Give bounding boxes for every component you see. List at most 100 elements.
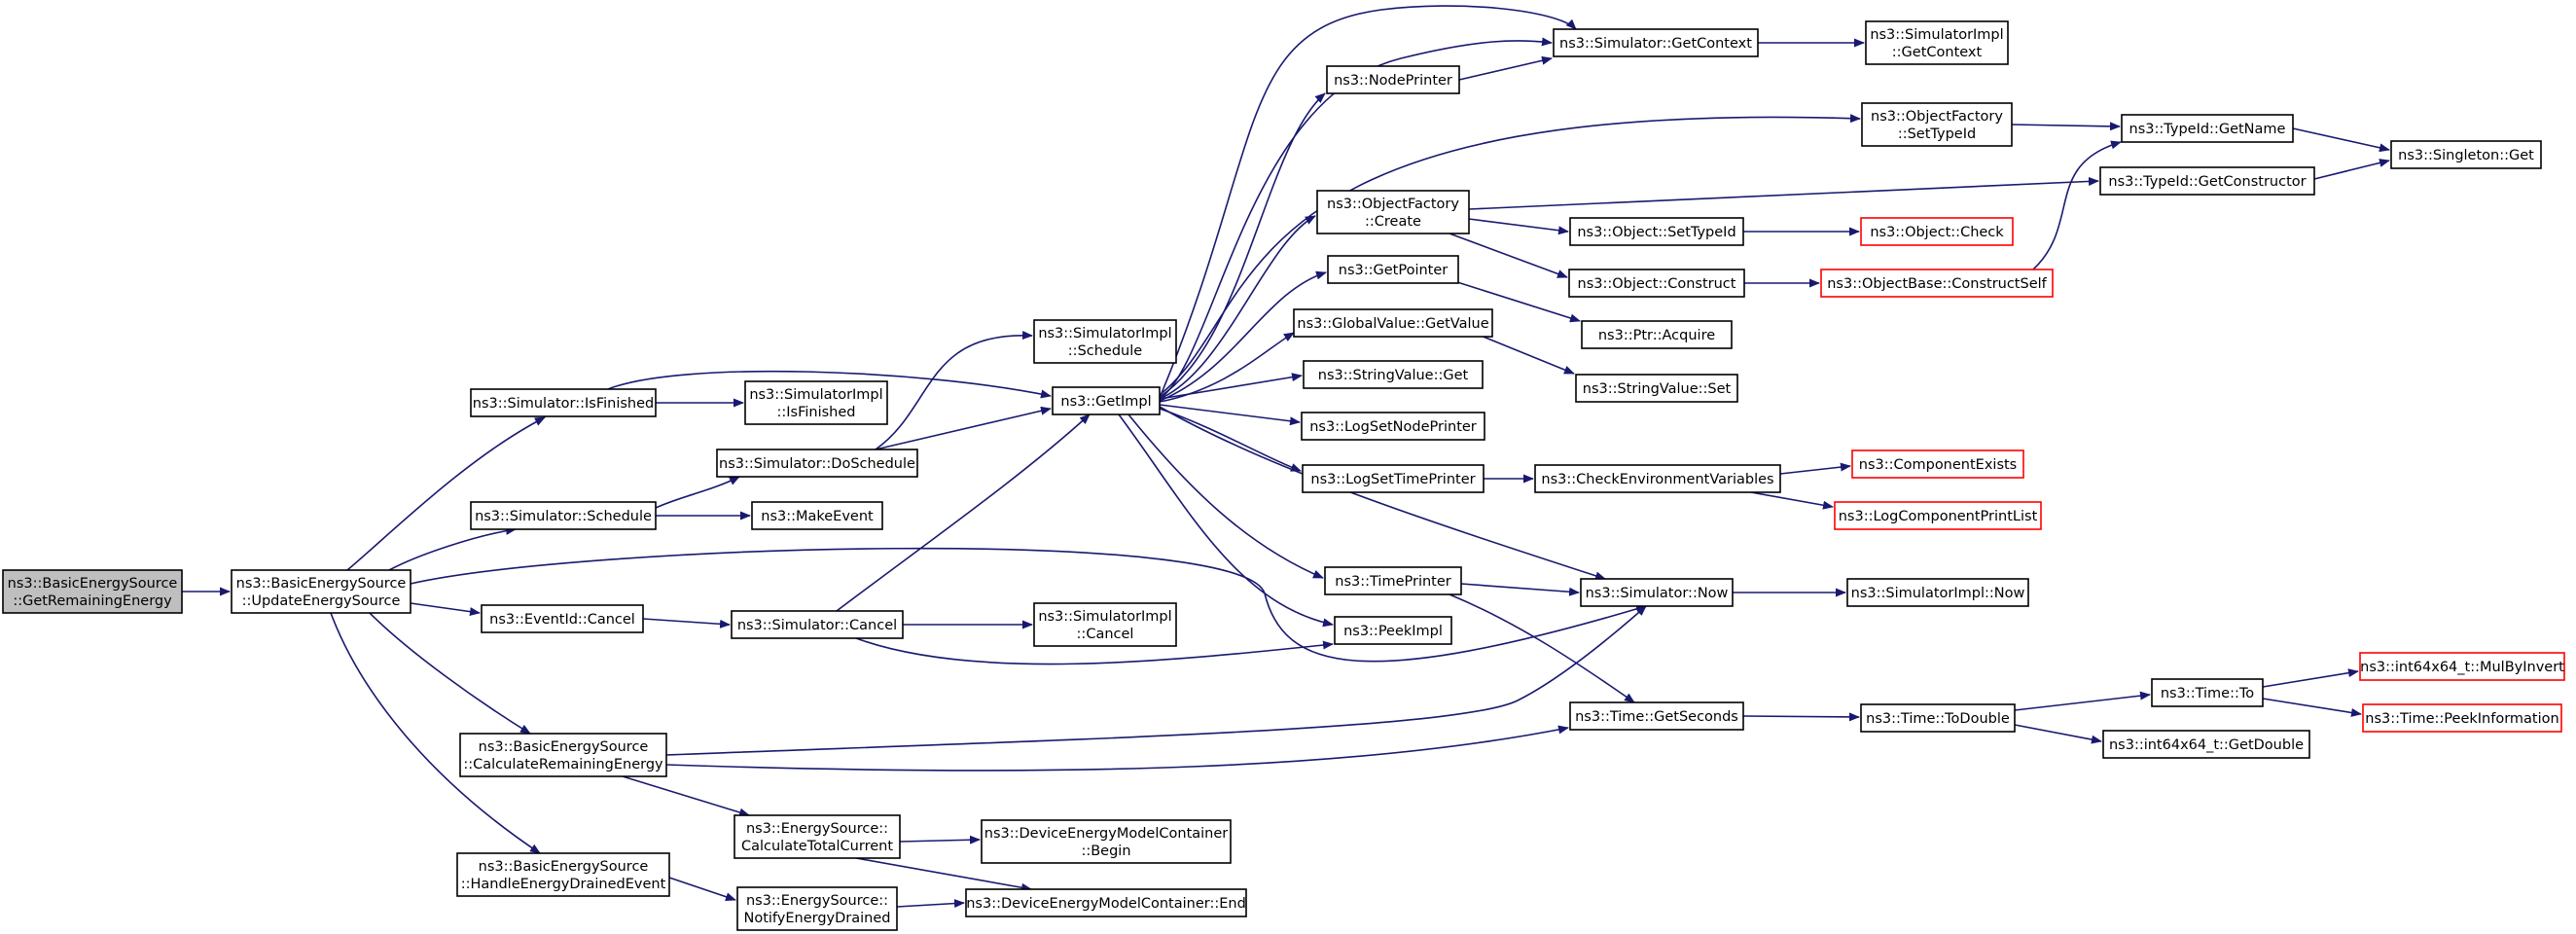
- node-box: [1303, 360, 1484, 389]
- node-label: NotifyEnergyDrained: [744, 911, 891, 926]
- node-typeid-getconstructor[interactable]: ns3::TypeId::GetConstructor: [2099, 166, 2315, 196]
- call-edge: [410, 547, 1647, 663]
- node-simimpl-cancel[interactable]: ns3::SimulatorImpl::Cancel: [1033, 602, 1177, 647]
- node-int64-mulbyinvert[interactable]: ns3::int64x64_t::MulByInvert: [2359, 652, 2565, 681]
- node-objectbase-constructself[interactable]: ns3::ObjectBase::ConstructSelf: [1820, 269, 2054, 298]
- node-box: [2102, 730, 2310, 759]
- node-simimpl-getcontext[interactable]: ns3::SimulatorImpl::GetContext: [1865, 20, 2009, 65]
- call-edge: [369, 612, 531, 735]
- node-logcomponentprintlist[interactable]: ns3::LogComponentPrintList: [1834, 501, 2042, 530]
- node-box: [1861, 102, 2013, 147]
- node-simimpl-isfinished[interactable]: ns3::SimulatorImpl::IsFinished: [744, 380, 888, 425]
- node-objfactory-create[interactable]: ns3::ObjectFactory::Create: [1316, 190, 1470, 234]
- node-makeevent[interactable]: ns3::MakeEvent: [751, 501, 883, 530]
- node-box: [1302, 464, 1485, 493]
- node-logsetnodeprinter[interactable]: ns3::LogSetNodePrinter: [1301, 412, 1485, 441]
- node-box: [965, 888, 1247, 917]
- call-edge: [875, 331, 1033, 450]
- node-demc-begin[interactable]: ns3::DeviceEnergyModelContainer::Begin: [981, 819, 1232, 864]
- node-label: ns3::Simulator::Schedule: [475, 509, 652, 524]
- node-label: ns3::Time::PeekInformation: [2365, 711, 2558, 727]
- node-time-todouble[interactable]: ns3::Time::ToDouble: [1860, 703, 2016, 733]
- node-label: ns3::SimulatorImpl: [1038, 326, 1171, 341]
- node-time-getseconds[interactable]: ns3::Time::GetSeconds: [1569, 701, 1744, 731]
- node-label: ns3::Simulator::DoSchedule: [719, 456, 915, 472]
- node-label: ns3::BasicEnergySource: [236, 576, 407, 592]
- node-simcancel[interactable]: ns3::Simulator::Cancel: [731, 610, 904, 639]
- call-edge: [1127, 413, 1324, 579]
- call-edge: [1456, 281, 1581, 323]
- node-notifydrained[interactable]: ns3::EnergySource::NotifyEnergyDrained: [736, 886, 898, 931]
- node-label: ns3::EnergySource::: [746, 893, 888, 909]
- node-eventcancel[interactable]: ns3::EventId::Cancel: [481, 604, 644, 633]
- node-object-construct[interactable]: ns3::Object::Construct: [1568, 269, 1745, 298]
- call-edge: [896, 899, 965, 909]
- node-object-settypeid[interactable]: ns3::Object::SetTypeId: [1569, 217, 1744, 246]
- node-timeprinter[interactable]: ns3::TimePrinter: [1324, 566, 1462, 595]
- node-isfinished[interactable]: ns3::Simulator::IsFinished: [470, 388, 657, 417]
- node-root[interactable]: ns3::BasicEnergySource::GetRemainingEner…: [2, 569, 183, 614]
- node-label: ns3::SimulatorImpl: [1038, 609, 1171, 625]
- call-edge: [1159, 114, 1861, 396]
- node-label: ns3::Simulator::GetContext: [1559, 36, 1752, 52]
- node-label: ns3::LogComponentPrintList: [1839, 509, 2038, 524]
- node-simgetcontext[interactable]: ns3::Simulator::GetContext: [1553, 28, 1759, 57]
- node-box: [2359, 652, 2565, 681]
- node-label: ns3::ComponentExists: [1859, 457, 2018, 473]
- node-checkenv[interactable]: ns3::CheckEnvironmentVariables: [1534, 464, 1781, 493]
- node-box: [2362, 703, 2562, 733]
- node-time-peekinformation[interactable]: ns3::Time::PeekInformation: [2362, 703, 2562, 733]
- node-schedule[interactable]: ns3::Simulator::Schedule: [470, 501, 657, 530]
- node-box: [744, 380, 888, 425]
- node-box: [1569, 701, 1744, 731]
- node-box: [1293, 308, 1493, 338]
- node-int64-getdouble[interactable]: ns3::int64x64_t::GetDouble: [2102, 730, 2310, 759]
- node-simimpl-schedule[interactable]: ns3::SimulatorImpl::Schedule: [1033, 319, 1177, 364]
- node-singleton-get[interactable]: ns3::Singleton::Get: [2390, 140, 2542, 169]
- node-simnow[interactable]: ns3::Simulator::Now: [1580, 578, 1734, 607]
- node-logsettimeprinter[interactable]: ns3::LogSetTimePrinter: [1302, 464, 1485, 493]
- node-box: [1820, 269, 2054, 298]
- call-edge: [668, 877, 736, 902]
- node-objfactory-settypeid[interactable]: ns3::ObjectFactory::SetTypeId: [1861, 102, 2013, 147]
- node-globalvalue[interactable]: ns3::GlobalValue::GetValue: [1293, 308, 1493, 338]
- node-typeid-getname[interactable]: ns3::TypeId::GetName: [2121, 114, 2294, 143]
- node-demc-end[interactable]: ns3::DeviceEnergyModelContainer::End: [965, 888, 1247, 917]
- node-label: ::HandleEnergyDrainedEvent: [461, 877, 666, 892]
- node-getimpl[interactable]: ns3::GetImpl: [1052, 386, 1161, 415]
- node-componentexists[interactable]: ns3::ComponentExists: [1851, 449, 2024, 479]
- node-time-to[interactable]: ns3::Time::To: [2151, 678, 2264, 707]
- node-label: ns3::ObjectFactory: [1871, 109, 2003, 125]
- node-label: ns3::ObjectFactory: [1327, 197, 1459, 212]
- node-getpointer[interactable]: ns3::GetPointer: [1327, 255, 1459, 284]
- node-stringvalue-get[interactable]: ns3::StringValue::Get: [1303, 360, 1484, 389]
- node-nodeprinter[interactable]: ns3::NodePrinter: [1326, 65, 1460, 94]
- call-edge: [836, 413, 1091, 612]
- node-label: ns3::BasicEnergySource: [479, 859, 649, 875]
- node-box: [1575, 374, 1738, 403]
- node-box: [2099, 166, 2315, 196]
- node-handledrained[interactable]: ns3::BasicEnergySource::HandleEnergyDrai…: [456, 852, 670, 897]
- node-box: [1553, 28, 1759, 57]
- node-label: ns3::PeekImpl: [1343, 624, 1443, 639]
- node-object-check[interactable]: ns3::Object::Check: [1860, 217, 2014, 246]
- call-edge: [1159, 332, 1295, 403]
- node-peekimpl[interactable]: ns3::PeekImpl: [1334, 616, 1452, 645]
- node-label: ns3::StringValue::Get: [1318, 368, 1469, 383]
- call-edge: [1449, 233, 1568, 278]
- node-label: ns3::Simulator::IsFinished: [473, 396, 654, 412]
- node-label: ns3::DeviceEnergyModelContainer: [984, 826, 1229, 842]
- node-ptr-acquire[interactable]: ns3::Ptr::Acquire: [1581, 320, 1733, 349]
- node-update[interactable]: ns3::BasicEnergySource::UpdateEnergySour…: [231, 569, 411, 614]
- node-calcremaining[interactable]: ns3::BasicEnergySource::CalculateRemaini…: [459, 733, 667, 777]
- node-box: [481, 604, 644, 633]
- node-label: ::CalculateRemainingEnergy: [463, 757, 663, 772]
- node-doschedule[interactable]: ns3::Simulator::DoSchedule: [716, 449, 918, 478]
- node-box: [2, 569, 183, 614]
- node-calctotal[interactable]: ns3::EnergySource::CalculateTotalCurrent: [733, 814, 901, 859]
- node-stringvalue-set[interactable]: ns3::StringValue::Set: [1575, 374, 1738, 403]
- call-edge: [2014, 691, 2151, 711]
- node-simimpl-now[interactable]: ns3::SimulatorImpl::Now: [1846, 578, 2029, 607]
- call-edge: [2262, 668, 2359, 688]
